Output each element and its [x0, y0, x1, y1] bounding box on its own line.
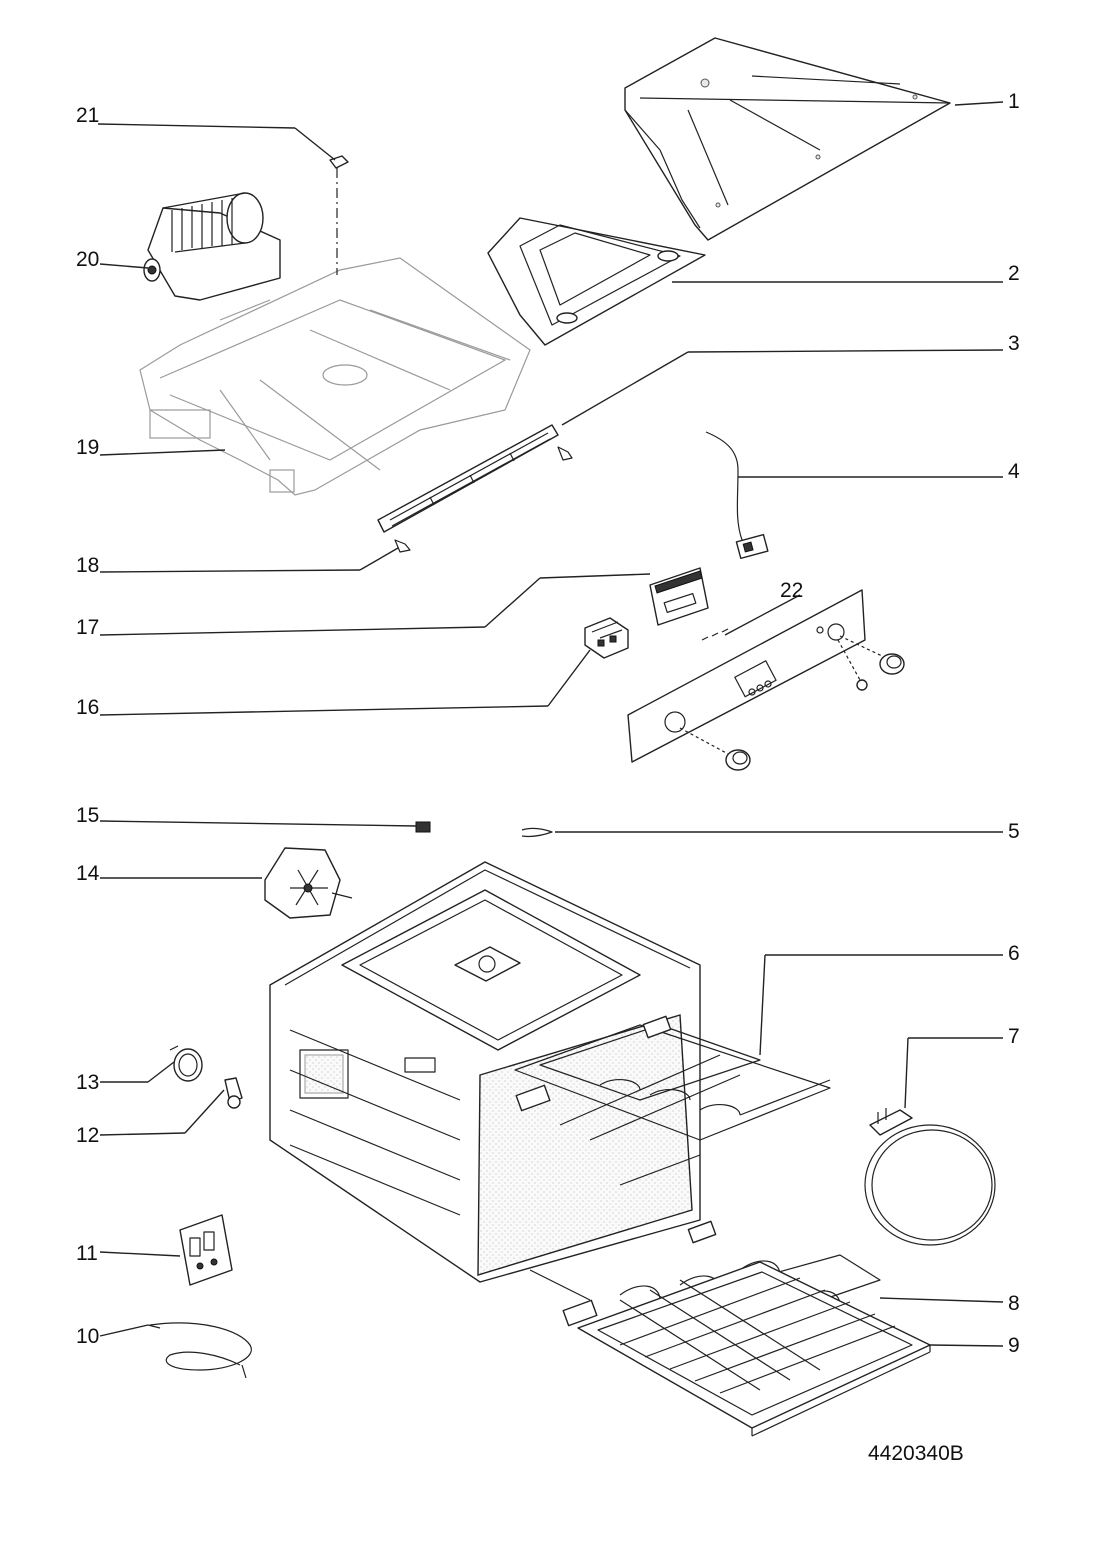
- callout-11: 11: [76, 1242, 98, 1265]
- part-16-switch: [584, 617, 629, 659]
- callout-7: 7: [1008, 1025, 1020, 1048]
- callout-21: 21: [76, 104, 99, 127]
- knob-right: [839, 635, 905, 675]
- part-2-top-plate: [487, 217, 706, 346]
- part-12-lamp: [224, 1077, 243, 1109]
- callout-20: 20: [76, 248, 99, 271]
- callout-22: 22: [780, 579, 803, 602]
- callout-2: 2: [1008, 262, 1020, 285]
- leader-lines: [97, 101, 1004, 1347]
- callout-10: 10: [76, 1325, 99, 1348]
- callout-6: 6: [1008, 942, 1020, 965]
- part-10-power-cable: [147, 1322, 252, 1379]
- part-21-clip: [329, 155, 349, 275]
- part-15-connector: [415, 821, 431, 833]
- part-22-control-panel: [627, 589, 905, 771]
- part-4-probe-cable: [705, 431, 769, 560]
- part-7-circular-element: [864, 1108, 996, 1246]
- part-5-wire-clip: [521, 827, 553, 838]
- part-11-terminal-block: [179, 1214, 233, 1286]
- callout-19: 19: [76, 436, 99, 459]
- part-1-top-cover: [624, 37, 951, 241]
- document-code: 4420340B: [868, 1442, 964, 1465]
- callout-4: 4: [1008, 460, 1020, 483]
- callout-17: 17: [76, 616, 99, 639]
- callout-14: 14: [76, 862, 100, 885]
- callout-15: 15: [76, 804, 99, 827]
- callout-9: 9: [1008, 1334, 1020, 1357]
- callout-labels: 1 2 3 4 5 6 7 8 9 10 11 12 13 14 15 16 1…: [76, 90, 1020, 1357]
- fan-blade-lines: [171, 198, 233, 252]
- part-17-timer: [649, 567, 709, 626]
- callout-3: 3: [1008, 332, 1020, 355]
- callout-16: 16: [76, 696, 99, 719]
- part-18-clip: [394, 539, 411, 553]
- callout-5: 5: [1008, 820, 1020, 843]
- callout-1: 1: [1008, 90, 1020, 113]
- part-6-top-element: [514, 1015, 831, 1186]
- callout-13: 13: [76, 1071, 99, 1094]
- callout-18: 18: [76, 554, 99, 577]
- part-20-tangential-fan: [143, 192, 281, 301]
- oven-cavity: [269, 861, 701, 1283]
- part-14-fan-motor: [264, 847, 353, 919]
- part-19-base-frame: [139, 257, 531, 496]
- callout-8: 8: [1008, 1292, 1020, 1315]
- knob-left: [679, 727, 751, 771]
- callout-12: 12: [76, 1124, 99, 1147]
- part-3-vent-grille: [377, 424, 573, 533]
- part-13-lamp-ring: [169, 1045, 203, 1082]
